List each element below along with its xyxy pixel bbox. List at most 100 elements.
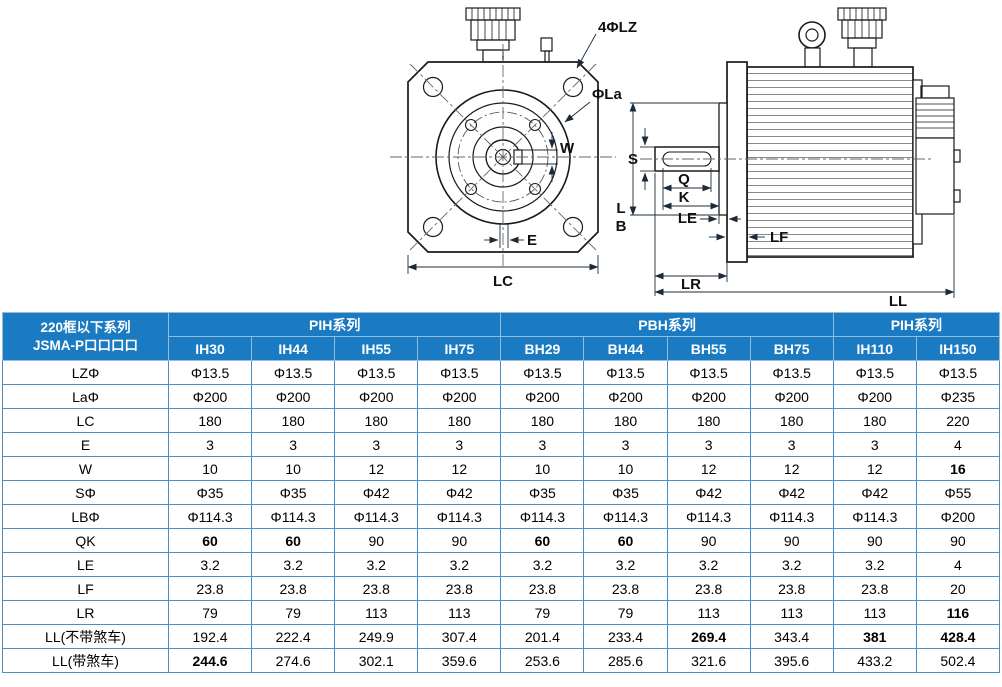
series-header-2: PIH系列 xyxy=(832,312,1001,337)
value-cell: 23.8 xyxy=(666,576,751,601)
value-cell: 23.8 xyxy=(334,576,419,601)
spec-sheet: 4ΦLZ ΦLa W E LC xyxy=(2,7,1001,673)
model-header: BH44 xyxy=(583,336,668,361)
value-cell: 23.8 xyxy=(417,576,502,601)
value-cell: 12 xyxy=(666,456,751,481)
value-cell: Φ13.5 xyxy=(583,360,668,385)
side-dimensions xyxy=(629,102,955,298)
value-cell: 90 xyxy=(417,528,502,553)
model-header: BH75 xyxy=(749,336,834,361)
row-label: LC xyxy=(2,408,169,433)
value-cell: 307.4 xyxy=(417,624,502,649)
row-label: LZΦ xyxy=(2,360,169,385)
value-cell: 60 xyxy=(583,528,668,553)
value-cell: Φ200 xyxy=(583,384,668,409)
model-header: IH44 xyxy=(251,336,336,361)
value-cell: 3 xyxy=(167,432,253,457)
value-cell: 90 xyxy=(832,528,917,553)
model-header: IH150 xyxy=(915,336,1001,361)
row-label: QK xyxy=(2,528,169,553)
value-cell: 180 xyxy=(167,408,253,433)
value-cell: 116 xyxy=(915,600,1001,625)
dim-label-b: B xyxy=(616,218,627,235)
value-cell: 60 xyxy=(167,528,253,553)
value-cell: Φ13.5 xyxy=(666,360,751,385)
screw-hole xyxy=(464,182,478,196)
value-cell: 3.2 xyxy=(583,552,668,577)
dim-label-s: S xyxy=(628,151,638,168)
model-header: BH29 xyxy=(500,336,585,361)
value-cell: 253.6 xyxy=(500,648,585,673)
row-label: LF xyxy=(2,576,169,601)
eye-bolt xyxy=(798,21,826,68)
table-title-line2: JSMA-P口口口口 xyxy=(32,337,138,353)
value-cell: 233.4 xyxy=(583,624,668,649)
dim-label-w: W xyxy=(560,140,575,157)
value-cell: 3 xyxy=(832,432,917,457)
value-cell: Φ42 xyxy=(334,480,419,505)
flange-outline xyxy=(407,61,599,253)
value-cell: Φ42 xyxy=(832,480,917,505)
value-cell: Φ114.3 xyxy=(334,504,419,529)
value-cell: Φ200 xyxy=(500,384,585,409)
value-cell: 113 xyxy=(334,600,419,625)
value-cell: 222.4 xyxy=(251,624,336,649)
side-top-connector xyxy=(837,7,887,68)
value-cell: 201.4 xyxy=(500,624,585,649)
value-cell: Φ114.3 xyxy=(500,504,585,529)
value-cell: 192.4 xyxy=(167,624,253,649)
value-cell: 4 xyxy=(915,432,1001,457)
dim-label-l: L xyxy=(616,200,625,217)
value-cell: 395.6 xyxy=(749,648,834,673)
value-cell: 23.8 xyxy=(832,576,917,601)
value-cell: 90 xyxy=(915,528,1001,553)
value-cell: 60 xyxy=(500,528,585,553)
value-cell: 249.9 xyxy=(334,624,419,649)
row-label: W xyxy=(2,456,169,481)
value-cell: 180 xyxy=(832,408,917,433)
value-cell: 3 xyxy=(749,432,834,457)
bolt-hole xyxy=(422,216,444,238)
value-cell: 3 xyxy=(666,432,751,457)
value-cell: 502.4 xyxy=(915,648,1001,673)
value-cell: 3.2 xyxy=(749,552,834,577)
value-cell: 381 xyxy=(832,624,917,649)
side-view xyxy=(654,7,961,263)
value-cell: 180 xyxy=(666,408,751,433)
motor-body xyxy=(746,66,914,258)
value-cell: Φ114.3 xyxy=(666,504,751,529)
value-cell: Φ200 xyxy=(749,384,834,409)
value-cell: 113 xyxy=(749,600,834,625)
value-cell: Φ35 xyxy=(251,480,336,505)
value-cell: Φ114.3 xyxy=(417,504,502,529)
model-header: IH75 xyxy=(417,336,502,361)
value-cell: Φ200 xyxy=(251,384,336,409)
value-cell: 244.6 xyxy=(167,648,253,673)
value-cell: Φ35 xyxy=(500,480,585,505)
value-cell: Φ55 xyxy=(915,480,1001,505)
bolt-hole xyxy=(562,216,584,238)
value-cell: Φ13.5 xyxy=(749,360,834,385)
value-cell: Φ200 xyxy=(832,384,917,409)
model-header: BH55 xyxy=(666,336,751,361)
value-cell: 3.2 xyxy=(666,552,751,577)
value-cell: 10 xyxy=(251,456,336,481)
row-label: LL(带煞车) xyxy=(2,648,169,673)
value-cell: 3.2 xyxy=(167,552,253,577)
value-cell: 90 xyxy=(749,528,834,553)
value-cell: Φ13.5 xyxy=(417,360,502,385)
value-cell: 113 xyxy=(832,600,917,625)
row-label: LL(不带煞车) xyxy=(2,624,169,649)
value-cell: Φ114.3 xyxy=(832,504,917,529)
value-cell: 180 xyxy=(334,408,419,433)
